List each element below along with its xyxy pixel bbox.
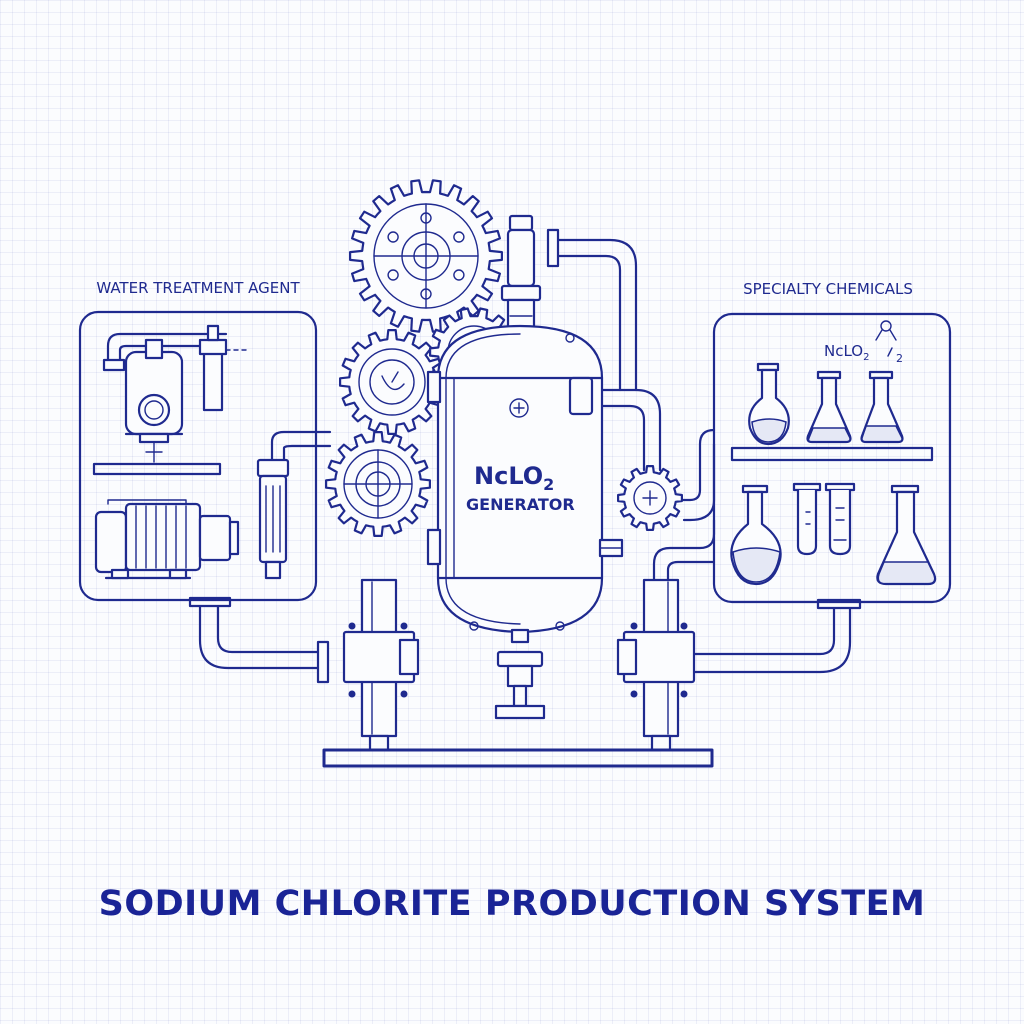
pipe-flange	[316, 640, 330, 684]
panel-frame	[712, 312, 952, 604]
pipe-right-lower	[688, 602, 852, 674]
test-tube-icon	[824, 482, 856, 556]
formula-label: NcLO2	[824, 342, 869, 363]
molecule-icon	[875, 320, 897, 357]
pipe-left-lower	[198, 598, 322, 670]
pipe-right-column-feed	[652, 518, 716, 582]
specialty-chemicals-label: SPECIALTY CHEMICALS	[743, 280, 913, 298]
pipe-flange	[546, 228, 560, 268]
panel-shelf	[92, 462, 222, 476]
formula-extra: 2	[896, 352, 903, 365]
water-treatment-label: WATER TREATMENT AGENT	[96, 279, 300, 297]
flask-icon	[876, 484, 937, 586]
generator-label: GENERATOR	[466, 495, 575, 514]
vessel-port-icon	[509, 398, 529, 418]
specialty-chemicals-panel: SPECIALTY CHEMICALS NcLO2 2	[712, 280, 952, 604]
filter-icon	[256, 458, 290, 580]
base-plate	[322, 748, 714, 768]
flask-icon	[730, 484, 782, 586]
tank-unit-icon	[102, 324, 249, 463]
diagram-title: SODIUM CHLORITE PRODUCTION SYSTEM	[98, 884, 926, 924]
water-treatment-panel: WATER TREATMENT AGENT	[78, 279, 318, 602]
pump-icon	[94, 499, 240, 580]
pipe-top-right	[553, 238, 638, 392]
flask-icon	[748, 362, 790, 446]
panel-frame	[78, 310, 318, 602]
test-tube-icon	[792, 482, 822, 556]
right-support-column	[616, 578, 696, 752]
flask-shelf	[730, 446, 934, 462]
generator-formula: NcLO2	[474, 462, 554, 494]
pipe-network	[188, 228, 862, 684]
gear-icon	[325, 431, 431, 537]
left-support-column	[342, 578, 420, 752]
flask-icon	[806, 370, 852, 444]
flask-icon	[860, 370, 904, 444]
gear-icon	[617, 465, 683, 531]
pipe-to-right-panel	[668, 428, 716, 522]
gear-icon	[339, 329, 445, 435]
pipe-vessel-side	[588, 388, 662, 472]
pipe-filter-link	[270, 430, 332, 462]
reactor-vessel-icon: NcLO2 GENERATOR	[426, 214, 624, 720]
pipe-flange	[188, 596, 232, 608]
pipe-flange	[816, 598, 862, 610]
